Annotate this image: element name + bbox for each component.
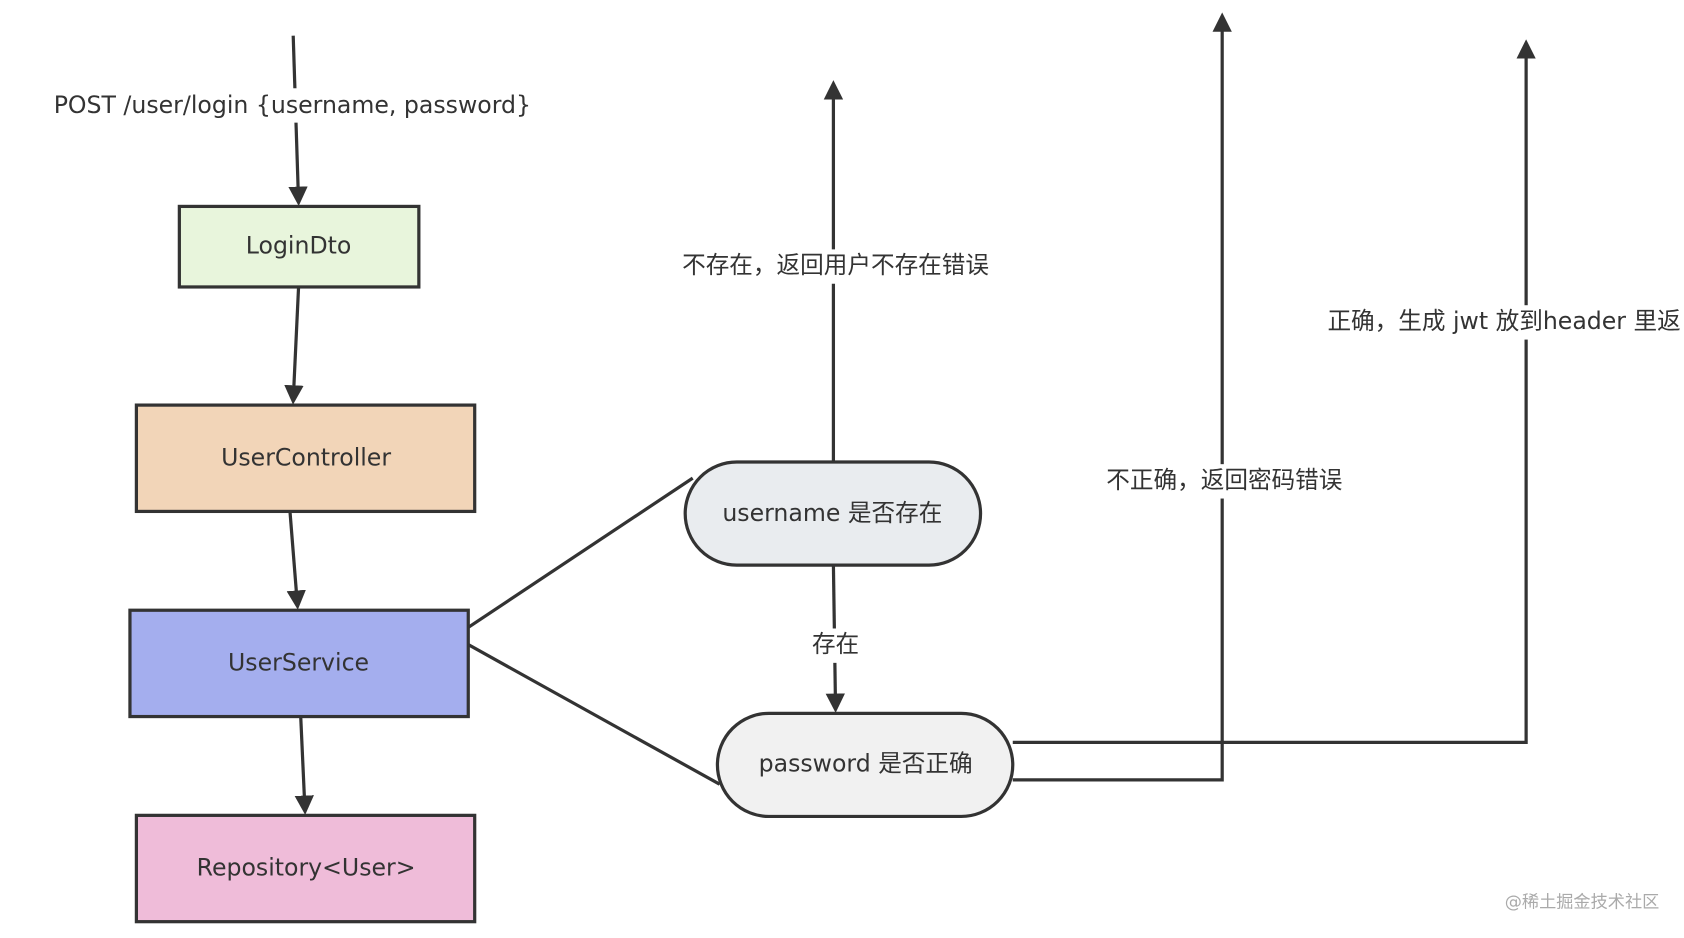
login-dto-node bbox=[177, 204, 421, 289]
repository-label: Repository<User> bbox=[197, 854, 416, 882]
wrong-password-label: 不正确，返回密码错误 bbox=[1106, 466, 1342, 494]
login-dto-label: LoginDto bbox=[246, 232, 352, 260]
username-check-node bbox=[683, 460, 983, 567]
watermark: @稀土掘金技术社区 bbox=[1505, 892, 1660, 912]
controller-to-service-arrow bbox=[286, 511, 306, 610]
not-exist-label: 不存在，返回用户不存在错误 bbox=[682, 251, 989, 279]
dto-to-controller-arrow bbox=[284, 286, 304, 405]
correct-arrow bbox=[1012, 39, 1536, 744]
user-controller-label: UserController bbox=[221, 443, 391, 471]
service-to-repository-arrow bbox=[294, 716, 314, 815]
exist-label: 存在 bbox=[812, 630, 859, 658]
user-service-label: UserService bbox=[228, 648, 369, 676]
request-label: POST /user/login {username, password} bbox=[54, 91, 531, 119]
service-to-password-line bbox=[467, 643, 721, 786]
user-service-node bbox=[128, 608, 470, 719]
correct-label: 正确，生成 jwt 放到header 里返 bbox=[1327, 307, 1680, 335]
wrong-password-arrow bbox=[1012, 12, 1232, 782]
password-check-node bbox=[715, 711, 1015, 819]
repository-node bbox=[134, 813, 477, 924]
service-to-username-line bbox=[460, 476, 694, 634]
password-check-label: password 是否正确 bbox=[759, 749, 973, 777]
username-check-label: username 是否存在 bbox=[722, 499, 942, 527]
user-controller-node bbox=[134, 403, 477, 514]
